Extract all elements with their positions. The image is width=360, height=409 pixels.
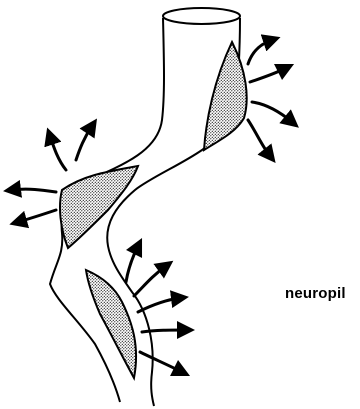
arrow-right-1 [248,40,272,64]
bulge-right [204,42,247,150]
neuropil-label: neuropil [285,285,346,302]
arrow-lower-4 [142,330,186,332]
tube-top-opening [163,8,240,24]
arrow-lower-5 [140,352,182,372]
arrow-lower-1 [126,246,138,282]
bulge-left [60,166,138,248]
arrow-right-2 [250,68,286,82]
arrow-left-3 [12,189,56,192]
arrow-right-4 [248,120,270,156]
arrow-left-2 [76,126,92,160]
release-arrows [12,40,292,372]
arrow-lower-2 [134,266,166,296]
neuropil-bulges [60,42,247,378]
arrow-right-3 [252,102,292,122]
arrow-left-4 [18,210,56,222]
arrow-lower-3 [138,298,180,312]
arrow-left-1 [50,136,66,170]
